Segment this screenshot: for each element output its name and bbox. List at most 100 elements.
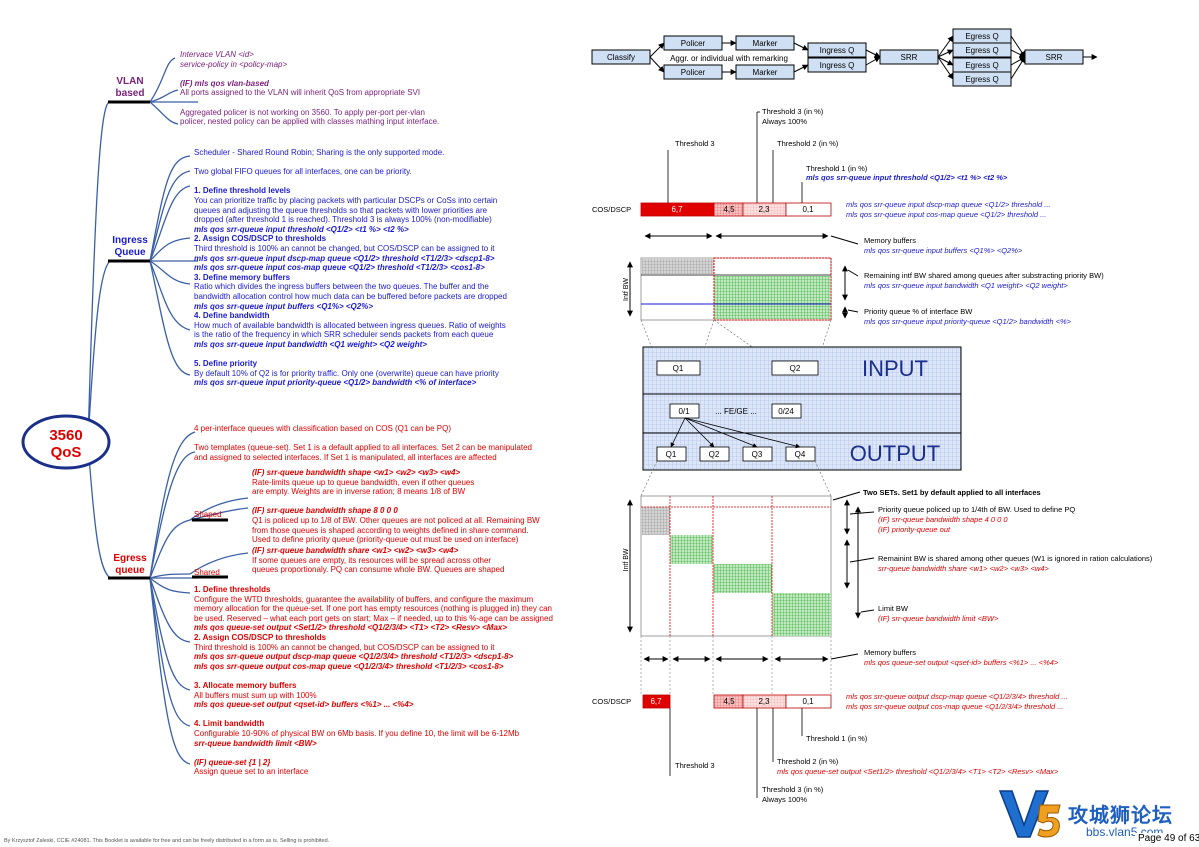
egress-lines-line: srr-queue bandwidth limit <BW>: [194, 738, 317, 748]
vlan-notes: Intervace VLAN <id> service-policy in <p…: [180, 50, 439, 127]
egress-threshold2-cmd: mls qos queue-set output <Set1/2> thresh…: [777, 767, 1059, 776]
egress-lines-line: memory allocation for the queue-set. If …: [194, 604, 552, 614]
ingress-q1-gray: [642, 259, 714, 274]
center-node-title: 3560: [49, 427, 83, 444]
flow-srr-label-2: SRR: [1046, 53, 1063, 62]
ingress-q2-green: [714, 276, 830, 319]
ingress-threshold2-label: Threshold 2 (in %): [777, 139, 839, 148]
egress-cell-67-label: 6,7: [650, 697, 662, 706]
egress-top-lines-line: Two templates (queue-set). Set 1 is a de…: [194, 443, 532, 453]
forum-logo-v5-icon: [998, 790, 1061, 838]
egress-threshold2-label: Threshold 2 (in %): [777, 757, 839, 766]
egress-lines-line: Third threshold is 100% an cannot be cha…: [194, 642, 495, 652]
shaped-lines-line: Q1 is policed up to 1/8 of BW. Other que…: [252, 515, 540, 525]
shaped-lines-line: (IF) srr-queue bandwidth shape 8 0 0 0: [252, 506, 398, 516]
vlan-lines-line: policer, nested policy can be applied wi…: [180, 117, 440, 127]
ingress-cell-01-label: 0,1: [802, 205, 814, 214]
ingress-lines-line: How much of available bandwidth is alloc…: [194, 320, 506, 330]
shared-notes: (IF) srr-queue bandwidth share <w1> <w2>…: [252, 546, 504, 575]
egress-pq-label: Priority queue policed up to 1/4th of BW…: [878, 505, 1075, 514]
ingress-lines-line: Ratio which divides the ingress buffers …: [194, 282, 489, 292]
egress-mem-label: Memory buffers: [864, 648, 916, 657]
ingress-lines-line: Scheduler - Shared Round Robin; Sharing …: [194, 148, 445, 157]
ingress-lines-line: mls qos srr-queue input dscp-map queue <…: [194, 253, 495, 263]
egress-remain-cmd: srr-queue bandwidth share <w1> <w2> <w3>…: [878, 564, 1049, 573]
ingress-lines-line: dropped (after threshold 1 is reached). …: [194, 215, 492, 225]
vlan-lines-line: All ports assigned to the VLAN will inhe…: [180, 88, 421, 98]
egress-limit-label: Limit BW: [878, 604, 909, 613]
egress-lines-line: [194, 671, 553, 681]
ingress-threshold1-cmd: mls qos srr-queue input threshold <Q1/2>…: [806, 173, 1008, 182]
shared-lines-line: If some queues are empty, its resources …: [252, 555, 492, 565]
shaped-notes: (IF) srr-queue bandwidth shape <w1> <w2>…: [252, 468, 540, 545]
flow-policer-label-1: Policer: [681, 39, 706, 48]
flow-srr-label-1: SRR: [901, 53, 918, 62]
ingress-lines-line: mls qos srr-queue input bandwidth <Q1 we…: [194, 339, 427, 349]
ingress-cell-01: [785, 202, 832, 217]
center-node-subtitle: QoS: [50, 444, 82, 461]
ingress-cos-dscp-label: COS/DSCP: [592, 205, 631, 214]
egress-q2-block: [670, 535, 713, 564]
ingress-lines-line: Two global FIFO queues for all interface…: [194, 167, 412, 177]
switch-q2-in: Q2: [790, 364, 801, 373]
vlan-lines-line: service-policy in <policy-map>: [180, 59, 288, 69]
switch-q1-out: Q1: [666, 450, 677, 459]
ingress-notes: Scheduler - Shared Round Robin; Sharing …: [194, 148, 507, 388]
switch-q3-out: Q3: [752, 450, 763, 459]
egress-pq-cmd1: (IF) srr-queue bandwidth shape 4 0 0 0: [878, 515, 1008, 524]
ingress-threshold3-label: Threshold 3 (in %): [762, 107, 824, 116]
egress-cell-23-label: 2,3: [758, 697, 770, 706]
egress-q3-block: [713, 564, 772, 593]
vlan-lines-line: Intervace VLAN <id>: [180, 50, 254, 59]
shaped-lines-line: (IF) srr-queue bandwidth shape <w1> <w2>…: [252, 468, 461, 477]
footer-credit: By Krzysztof Zaleski, CCIE #24081. This …: [4, 838, 330, 844]
egress-pq-cmd2: (IF) priority-queue out: [878, 525, 951, 534]
egress-intf-bw-label: Intf BW: [623, 548, 630, 571]
ingress-lines-line: [194, 349, 507, 359]
vlan-lines-line: Aggregated policer is not working on 356…: [180, 107, 425, 117]
ingress-lines-line: mls qos srr-queue input buffers <Q1%> <Q…: [194, 301, 374, 311]
ingress-lines-line: queues and adjusting the queue threshold…: [194, 205, 488, 215]
switch-input-label: INPUT: [862, 356, 928, 381]
ingress-remaining-label: Remaining intf BW shared among queues af…: [864, 271, 1104, 280]
egress-lines-line: Configurable 10-90% of physical BW on 6M…: [194, 728, 520, 738]
switch-port-fege: ... FE/GE ...: [715, 407, 757, 416]
egress-cell-01-label: 0,1: [802, 697, 814, 706]
shared-lines-line: (IF) srr-queue bandwidth share <w1> <w2>…: [252, 546, 459, 555]
mindmap-connectors: [21, 57, 249, 765]
egress-mem-cmd: mls qos queue-set output <qset-id> buffe…: [864, 658, 1059, 667]
ingress-cell-45-label: 4,5: [723, 205, 735, 214]
egress-q4-block: [772, 593, 831, 636]
branch-shared-label: Shared: [194, 568, 220, 577]
flow-egress-q-label-2: Egress Q: [965, 46, 998, 55]
ingress-threshold3-short: Threshold 3: [675, 139, 715, 148]
ingress-dscp-cmd: mls qos srr-queue input dscp-map queue <…: [846, 200, 1051, 209]
ingress-lines-line: bandwidth allocation control how much da…: [194, 291, 507, 301]
ingress-lines-line: Third threshold is 100% an cannot be cha…: [194, 243, 495, 253]
flow-aggr-label: Aggr. or individual with remarking: [670, 54, 788, 63]
ingress-intf-bw-label: Intf BW: [623, 278, 630, 301]
branch-vlan-label: VLAN based: [115, 76, 145, 99]
egress-q1-block: [641, 507, 670, 535]
egress-cos-cmd: mls qos srr-queue output cos-map queue <…: [846, 702, 1064, 711]
ingress-lines-line: You can prioritize traffic by placing pa…: [194, 195, 498, 205]
ingress-lines-line: 1. Define threshold levels: [194, 186, 291, 196]
egress-cell-01: [785, 694, 832, 709]
egress-lines-line: 4. Limit bandwidth: [194, 719, 265, 729]
flow-egress-q-label-1: Egress Q: [965, 32, 998, 41]
egress-lines-line: mls qos queue-set output <qset-id> buffe…: [194, 700, 414, 710]
vlan-lines-line: [180, 98, 439, 108]
ingress-lines-line: mls qos srr-queue input threshold <Q1/2>…: [194, 224, 409, 234]
switch-q4-out: Q4: [795, 450, 806, 459]
center-node-ellipse: [21, 414, 111, 470]
flow-classify-label: Classify: [607, 53, 635, 62]
egress-lines-line: Assign queue set to an interface: [194, 767, 309, 777]
ingress-lines-line: [194, 177, 507, 187]
switch-q2-out: Q2: [709, 450, 720, 459]
flow-marker-label-1: Marker: [753, 39, 778, 48]
ingress-lines-line: 4. Define bandwidth: [194, 311, 270, 321]
egress-threshold3b-label: Threshold 3 (in %): [762, 785, 824, 794]
egress-cell-67: [642, 694, 671, 709]
egress-threshold3-label: Threshold 3: [675, 761, 715, 770]
